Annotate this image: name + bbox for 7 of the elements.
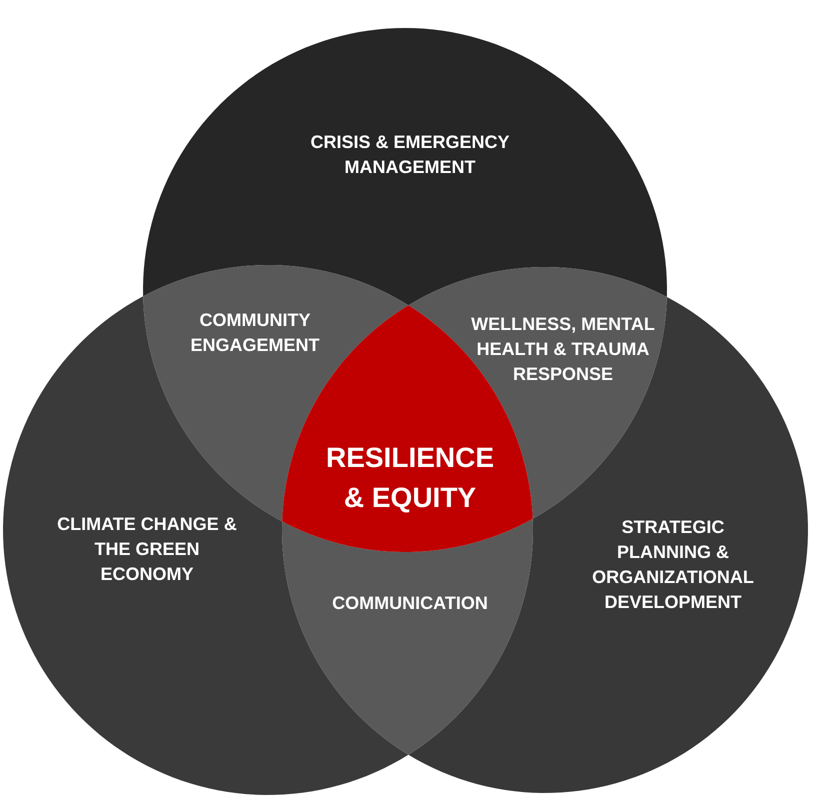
region-label: CRISIS & EMERGENCY MANAGEMENT: [309, 131, 511, 180]
region-label: STRATEGIC PLANNING & ORGANIZATIONAL DEVELOPMENT: [591, 516, 755, 614]
region-label: COMMUNICATION: [331, 592, 489, 614]
center-label: RESILIENCE & EQUITY: [325, 440, 495, 516]
region-label: CLIMATE CHANGE & THE GREEN ECONOMY: [56, 513, 238, 586]
region-label: WELLNESS, MENTAL HEALTH & TRAUMA RESPONSE: [470, 313, 656, 386]
region-label: COMMUNITY ENGAGEMENT: [189, 309, 320, 358]
